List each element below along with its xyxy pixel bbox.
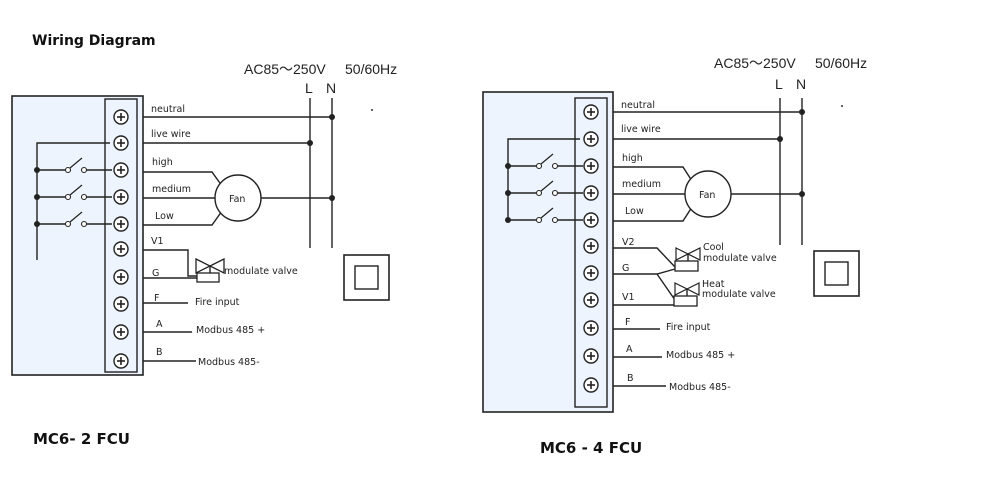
heat-valve-label: Heat [702, 279, 725, 290]
terminal-label-medium: medium [152, 184, 191, 195]
terminal-screw-icon [113, 269, 129, 285]
terminal-label-low: Low [155, 211, 174, 222]
fan-label: Fan [699, 190, 715, 201]
switch-icon [34, 184, 112, 201]
modbus-a-label: Modbus 485 + [666, 350, 735, 361]
supply-frequency: 50/60Hz [815, 55, 867, 71]
cool-valve-icon [674, 247, 701, 272]
terminal-screw-icon [583, 238, 599, 254]
diagram-mc6-2fcu: AC85～250V 50/60Hz L N neutral live wire … [11, 61, 397, 448]
terminal-label-high: high [622, 153, 643, 164]
double-insulation-icon [343, 254, 390, 301]
cool-valve-label: Cool [703, 242, 724, 253]
terminal-screw-icon [583, 158, 599, 174]
switch-icon [505, 180, 583, 197]
terminal-label-live: live wire [151, 129, 191, 140]
terminal-screws [583, 104, 599, 393]
terminal-label-v1: V1 [622, 292, 635, 303]
terminal-screw-icon [113, 162, 129, 178]
switch-icon [34, 157, 112, 174]
dot-mark [371, 109, 373, 111]
fire-input-label: Fire input [666, 322, 711, 333]
terminal-screw-icon [113, 296, 129, 312]
fire-input-label: Fire input [195, 297, 240, 308]
terminal-label-neutral: neutral [621, 100, 655, 111]
terminal-label-b: B [156, 347, 163, 358]
terminal-label-b: B [627, 373, 634, 384]
terminal-screw-icon [113, 324, 129, 340]
terminal-screw-icon [583, 131, 599, 147]
modbus-b-label: Modbus 485- [198, 357, 260, 368]
neutral-label: N [326, 80, 336, 96]
terminal-screw-icon [583, 185, 599, 201]
terminal-label-v1: V1 [151, 236, 164, 247]
terminal-label-high: high [152, 157, 173, 168]
terminal-label-g: G [622, 263, 629, 274]
terminal-screw-icon [583, 212, 599, 228]
live-label: L [775, 76, 783, 92]
terminal-screw-icon [113, 135, 129, 151]
terminal-label-medium: medium [622, 179, 661, 190]
neutral-label: N [796, 76, 806, 92]
supply-frequency: 50/60Hz [345, 61, 397, 77]
supply-voltage: AC85～250V [244, 61, 326, 77]
switch-icon [505, 153, 583, 170]
terminal-screw-icon [583, 104, 599, 120]
terminal-label-a: A [156, 319, 163, 330]
switch-icon [505, 207, 583, 224]
terminal-screw-icon [113, 353, 129, 369]
cool-valve-label-2: modulate valve [703, 253, 777, 264]
terminal-screws [113, 109, 129, 369]
heat-valve-icon [673, 282, 700, 307]
terminal-screw-icon [583, 348, 599, 364]
modbus-b-label: Modbus 485- [669, 382, 731, 393]
terminal-label-low: Low [625, 206, 644, 217]
terminal-screw-icon [583, 265, 599, 281]
fan-label: Fan [229, 194, 245, 205]
valve-icon [195, 257, 225, 283]
terminal-screw-icon [113, 241, 129, 257]
diagram-mc6-4fcu: AC85～250V 50/60Hz L N neutral live wire … [482, 55, 867, 457]
terminal-screw-icon [113, 189, 129, 205]
heat-valve-label-2: modulate valve [702, 289, 776, 300]
terminal-label-a: A [626, 344, 633, 355]
live-label: L [305, 80, 313, 96]
dot-mark [841, 105, 843, 107]
terminal-screw-icon [583, 320, 599, 336]
valve-label: modulate valve [224, 266, 298, 277]
terminal-label-f: F [154, 293, 159, 304]
terminal-label-live: live wire [621, 124, 661, 135]
terminal-screw-icon [583, 377, 599, 393]
terminal-screw-icon [113, 216, 129, 232]
diagram-caption: MC6- 2 FCU [33, 430, 130, 448]
terminal-screw-icon [583, 292, 599, 308]
double-insulation-icon [813, 250, 860, 297]
terminal-label-f: F [625, 317, 630, 328]
diagram-caption: MC6 - 4 FCU [540, 439, 642, 457]
terminal-screw-icon [113, 109, 129, 125]
terminal-label-g: G [152, 268, 159, 279]
supply-voltage: AC85～250V [714, 55, 796, 71]
switch-icon [34, 211, 112, 228]
modbus-a-label: Modbus 485 + [196, 325, 265, 336]
terminal-label-neutral: neutral [151, 104, 185, 115]
page-title: Wiring Diagram [32, 33, 156, 49]
terminal-label-v2: V2 [622, 237, 635, 248]
